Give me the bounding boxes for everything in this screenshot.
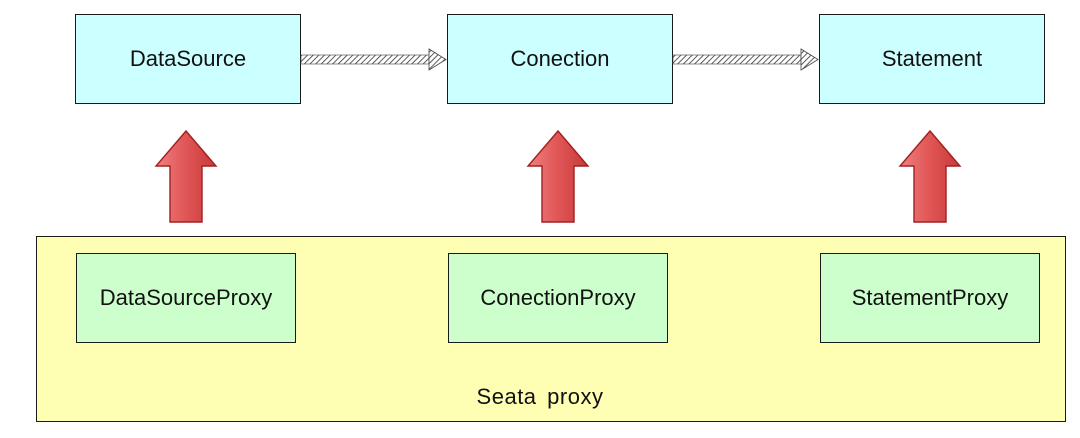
up-arrow-datasource: [154, 129, 218, 223]
connection-box: Conection: [447, 14, 673, 104]
datasource-proxy-box: DataSourceProxy: [76, 253, 296, 343]
dependency-arrow-connection-to-statement: [672, 48, 819, 71]
up-arrow-connection: [526, 129, 590, 223]
connection-proxy-box: ConectionProxy: [448, 253, 668, 343]
up-arrow-statement: [898, 129, 962, 223]
statement-box: Statement: [819, 14, 1045, 104]
seata-proxy-label: Seata proxy: [476, 384, 604, 409]
dependency-arrow-datasource-to-connection: [300, 48, 447, 71]
statement-proxy-box: StatementProxy: [820, 253, 1040, 343]
datasource-box: DataSource: [75, 14, 301, 104]
